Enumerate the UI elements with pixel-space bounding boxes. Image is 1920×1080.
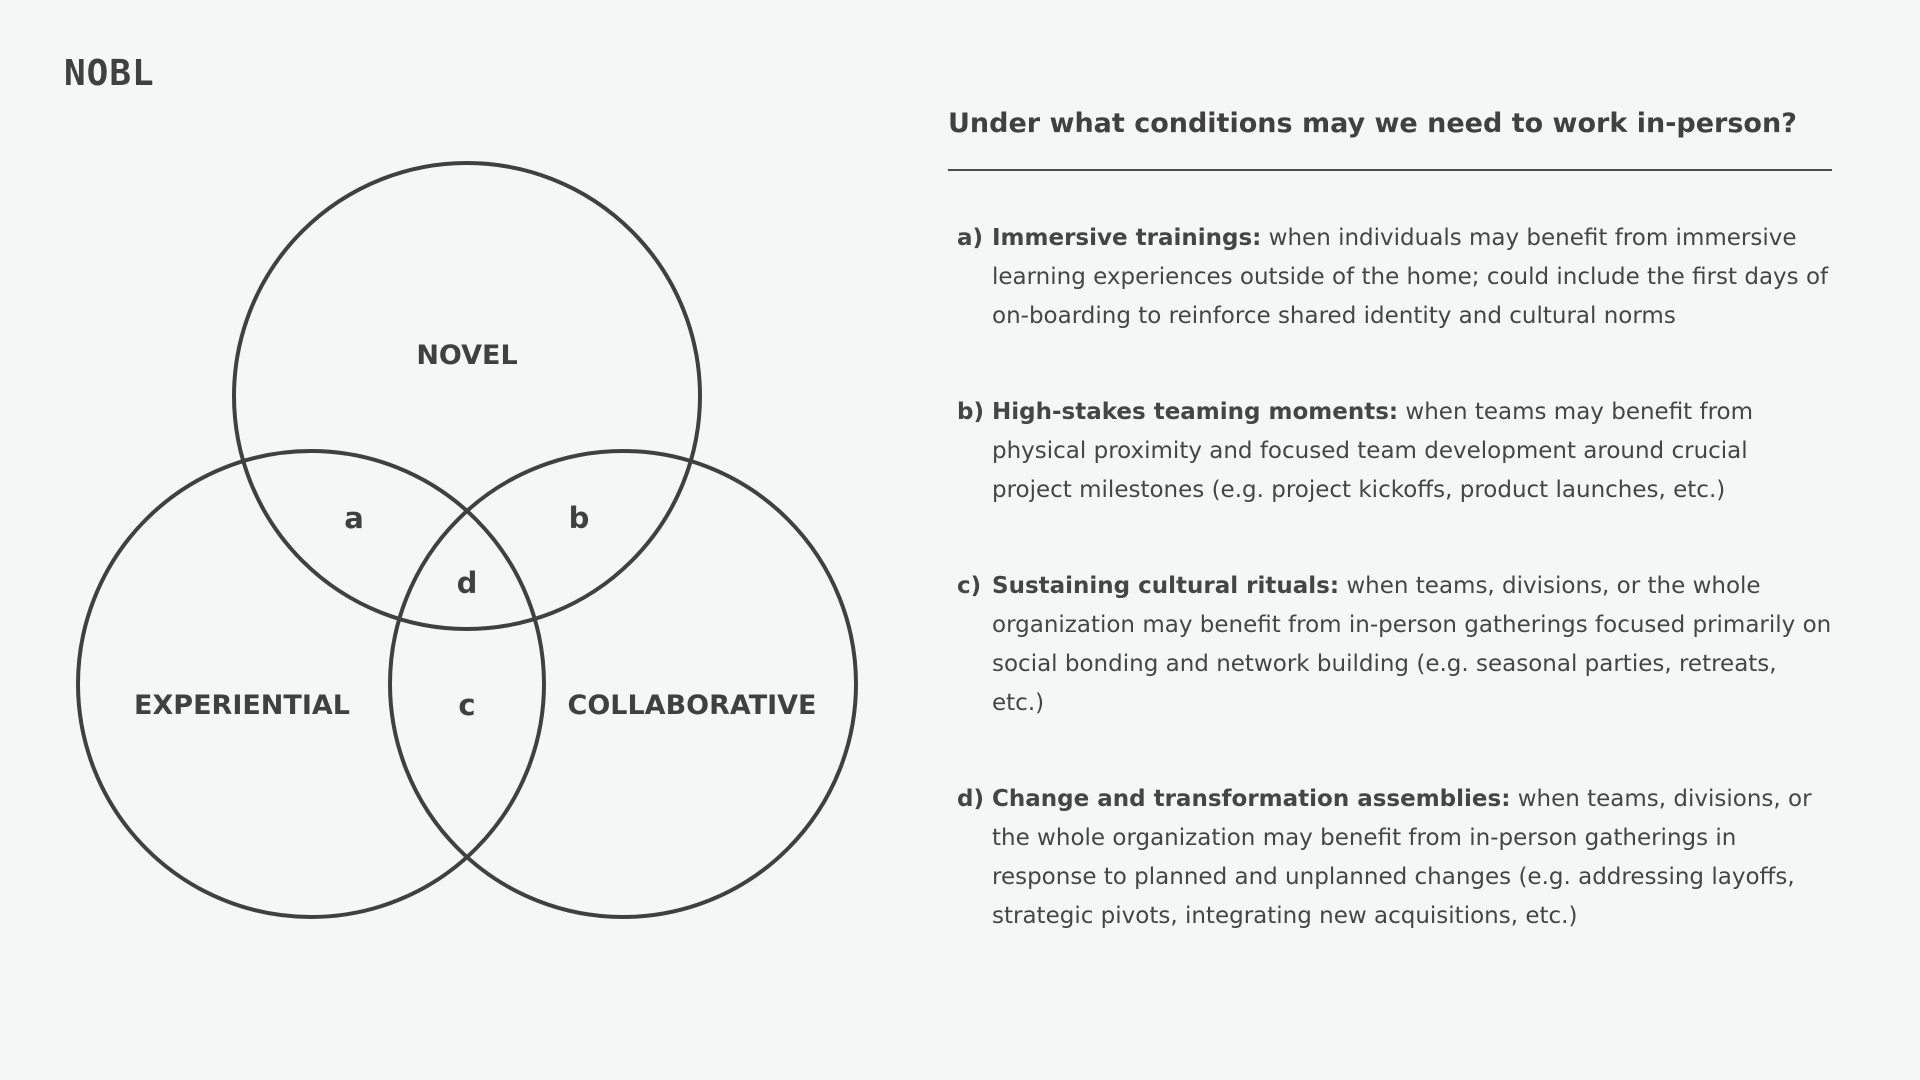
- condition-item-b: b) High-stakes teaming moments: when tea…: [948, 393, 1832, 510]
- venn-diagram: NOVEL EXPERIENTIAL COLLABORATIVE a b d c: [76, 161, 858, 919]
- region-label-b: b: [569, 501, 590, 535]
- label-experiential: EXPERIENTIAL: [134, 690, 350, 721]
- item-marker: d): [957, 786, 984, 813]
- item-description: when teams may benefit from physical pro…: [992, 399, 1754, 504]
- item-title: High-stakes teaming moments:: [992, 399, 1399, 426]
- item-marker: c): [957, 573, 982, 600]
- conditions-panel: Under what conditions may we need to wor…: [948, 106, 1832, 936]
- label-collaborative: COLLABORATIVE: [568, 690, 817, 721]
- item-marker: b): [957, 399, 984, 426]
- label-novel: NOVEL: [416, 340, 517, 371]
- region-label-a: a: [344, 501, 364, 535]
- item-title: Change and transformation assemblies:: [992, 786, 1511, 813]
- item-marker: a): [957, 225, 984, 252]
- circle-experiential: [76, 449, 546, 919]
- item-title: Sustaining cultural rituals:: [992, 573, 1340, 600]
- condition-item-a: a) Immersive trainings: when individuals…: [948, 219, 1832, 336]
- heading-divider: [948, 169, 1832, 172]
- nobl-logo: NOBL: [64, 53, 155, 94]
- condition-item-c: c) Sustaining cultural rituals: when tea…: [948, 567, 1832, 723]
- condition-item-d: d) Change and transformation assemblies:…: [948, 780, 1832, 936]
- region-label-c: c: [458, 688, 475, 722]
- circle-collaborative: [388, 449, 858, 919]
- item-description: when individuals may benefit from immers…: [992, 225, 1829, 330]
- region-label-d: d: [457, 566, 478, 600]
- circle-novel: [232, 161, 702, 631]
- item-description: when teams, divisions, or the whole orga…: [992, 786, 1812, 930]
- item-title: Immersive trainings:: [992, 225, 1262, 252]
- panel-heading: Under what conditions may we need to wor…: [948, 108, 1797, 139]
- item-description: when teams, divisions, or the whole orga…: [992, 573, 1832, 717]
